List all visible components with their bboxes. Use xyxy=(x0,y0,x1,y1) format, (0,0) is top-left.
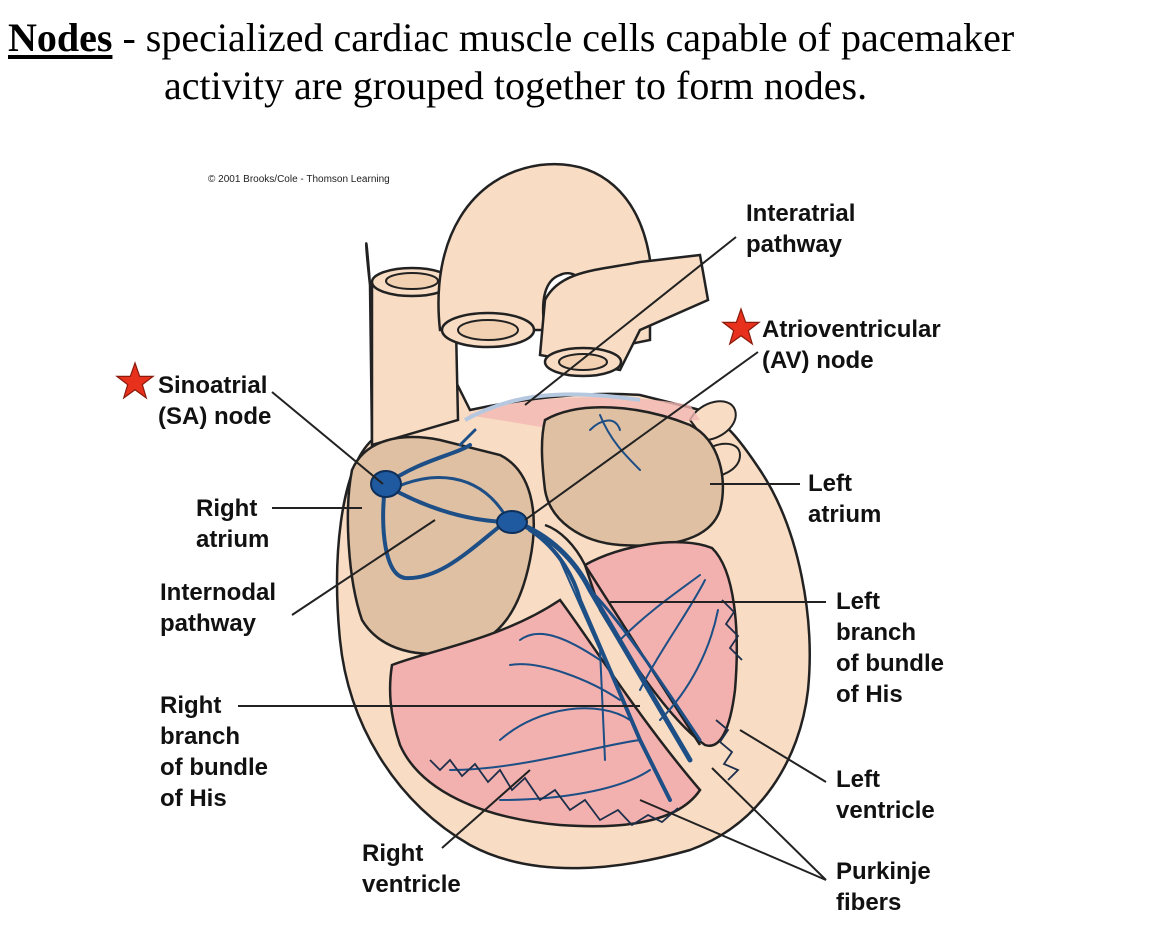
pulmonary-trunk xyxy=(538,253,710,372)
label-left-ventricle-line: ventricle xyxy=(836,797,935,824)
label-purkinje-fibers-line: Purkinje xyxy=(836,858,931,885)
label-left-branch-line: branch xyxy=(836,619,917,646)
label-internodal-pathway-line: Internodal xyxy=(160,579,277,606)
label-right-ventricle-line: Right xyxy=(362,840,424,867)
label-right-branch-bundle-of-his: Right branch of bundle of His xyxy=(160,690,268,814)
label-left-branch-bundle-of-his: Left branch of bundle of His xyxy=(836,586,944,710)
heading-term: Nodes xyxy=(8,15,113,60)
label-sa-node: Sinoatrial (SA) node xyxy=(158,370,271,432)
label-av-node-line: Atrioventricular xyxy=(762,316,941,343)
av-node-star-icon xyxy=(721,307,761,346)
label-right-ventricle-line: ventricle xyxy=(362,871,461,898)
label-right-branch-line: of bundle xyxy=(160,754,268,781)
slide-heading: Nodes - specialized cardiac muscle cells… xyxy=(8,14,1148,110)
label-interatrial-pathway: Interatrial pathway xyxy=(746,198,855,260)
label-left-atrium-line: atrium xyxy=(808,501,882,528)
label-right-branch-line: Right xyxy=(160,692,222,719)
label-right-branch-line: of His xyxy=(160,785,227,812)
label-left-branch-line: of bundle xyxy=(836,650,944,677)
label-sa-node-line: (SA) node xyxy=(158,403,272,430)
left-atrium-chamber xyxy=(540,406,725,547)
label-av-node-line: (AV) node xyxy=(762,347,874,374)
right-atrium-chamber xyxy=(346,435,535,655)
label-sa-node-line: Sinoatrial xyxy=(158,372,268,399)
leader-lines xyxy=(238,236,827,881)
label-av-node: Atrioventricular (AV) node xyxy=(762,314,941,376)
label-internodal-pathway: Internodal pathway xyxy=(160,577,276,639)
label-purkinje-fibers: Purkinje fibers xyxy=(836,856,931,918)
label-interatrial-pathway-line: Interatrial xyxy=(746,200,856,227)
label-left-branch-line: of His xyxy=(836,681,903,708)
heading-definition-line2: activity are grouped together to form no… xyxy=(164,63,868,108)
av-node xyxy=(496,510,528,534)
label-right-atrium-line: atrium xyxy=(196,526,270,553)
label-interatrial-pathway-line: pathway xyxy=(746,231,843,258)
label-purkinje-fibers-line: fibers xyxy=(836,889,902,916)
label-right-ventricle: Right ventricle xyxy=(362,838,461,900)
conduction-system xyxy=(381,414,719,802)
copyright-notice: © 2001 Brooks/Cole - Thomson Learning xyxy=(208,174,390,185)
label-left-ventricle: Left ventricle xyxy=(836,764,935,826)
purkinje-fibers xyxy=(429,599,743,827)
label-left-atrium-line: Left xyxy=(808,470,852,497)
label-left-branch-line: Left xyxy=(836,588,880,615)
sa-node xyxy=(370,470,402,498)
label-left-atrium: Left atrium xyxy=(808,468,881,530)
label-internodal-pathway-line: pathway xyxy=(160,610,257,637)
label-right-atrium-line: Right xyxy=(196,495,258,522)
heading-definition-line1: - specialized cardiac muscle cells capab… xyxy=(112,15,1015,60)
sa-node-star-icon xyxy=(115,361,155,400)
label-right-branch-line: branch xyxy=(160,723,241,750)
label-right-atrium: Right atrium xyxy=(196,493,269,555)
label-left-ventricle-line: Left xyxy=(836,766,880,793)
